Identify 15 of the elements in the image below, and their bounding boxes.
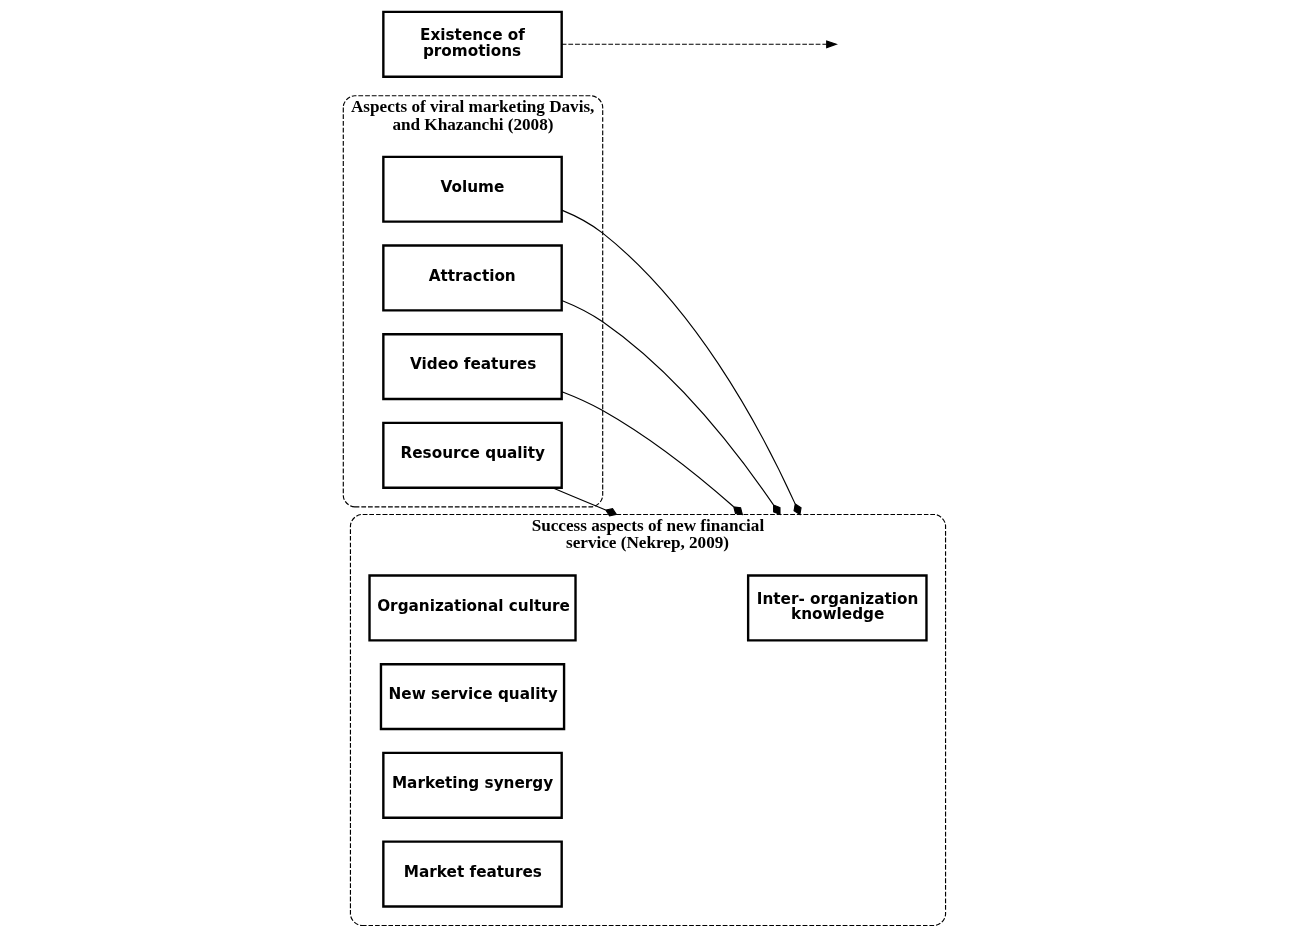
arrow (560, 40, 838, 49)
node-box: Market features (381, 840, 563, 908)
node-box: Attraction (381, 244, 563, 312)
node-box: Organizational culture (367, 574, 577, 642)
node-box: Resource quality (381, 421, 563, 489)
node-box: Marketing synergy (381, 751, 563, 819)
connector (560, 209, 802, 516)
connector (560, 299, 781, 516)
node-box: Existence of promotions (381, 10, 563, 78)
connector (551, 487, 617, 517)
node-box: New service quality (379, 663, 565, 731)
node-box: Inter- organization knowledge (746, 574, 928, 642)
connector (560, 391, 743, 516)
node-box: Video features (381, 333, 563, 401)
node-box: Volume (381, 155, 563, 223)
